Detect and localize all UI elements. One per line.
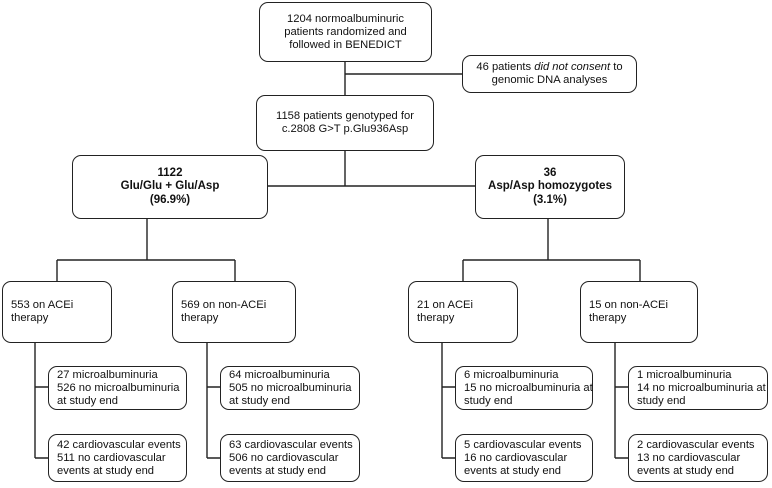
node-line: 511 no cardiovascular	[57, 451, 166, 464]
connector-asp-split	[462, 219, 641, 281]
node-asp-acei-cardiovascular: 5 cardiovascular events 16 no cardiovasc…	[455, 434, 593, 482]
node-no-consent: 46 patients did not consent to genomic D…	[462, 55, 637, 93]
node-line: 6 microalbuminuria	[464, 368, 559, 381]
node-line: 506 no cardiovascular	[229, 451, 339, 464]
node-line: events at study end	[57, 464, 155, 477]
node-asp-nonacei-cardiovascular: 2 cardiovascular events 13 no cardiovasc…	[628, 434, 768, 482]
node-line: followed in BENEDICT	[289, 38, 402, 51]
node-line: therapy	[589, 312, 627, 324]
node-text: 46 patients	[476, 61, 535, 73]
node-line: therapy	[181, 312, 219, 324]
node-line: 505 no microalbuminuria	[229, 381, 352, 394]
node-line: 526 no microalbuminuria	[57, 381, 180, 394]
node-line: 15 no microalbuminuria at	[464, 381, 593, 394]
connector-asp-acei-outcomes	[441, 343, 455, 459]
connector-asp-nonacei-outcomes	[614, 343, 628, 459]
node-line: 63 cardiovascular events	[229, 438, 353, 451]
node-genotyped-patients: 1158 patients genotyped for c.2808 G>T p…	[256, 95, 434, 151]
node-line: 2 cardiovascular events	[637, 438, 755, 451]
node-line: 1204 normoalbuminuric	[287, 12, 404, 25]
node-line: Glu/Glu + Glu/Asp	[120, 180, 220, 193]
node-glu-nonacei: 569 on non-ACEi therapy	[172, 281, 296, 343]
node-randomized-patients: 1204 normoalbuminuric patients randomize…	[259, 2, 432, 62]
node-asp-nonacei-microalbuminuria: 1 microalbuminuria 14 no microalbuminuri…	[628, 366, 768, 410]
node-line: genomic DNA analyses	[491, 74, 608, 86]
node-text: to	[610, 61, 623, 73]
connector-genotyped-groups	[268, 151, 475, 187]
node-line: 21 on ACEi	[417, 299, 473, 311]
node-line: Asp/Asp homozygotes	[488, 180, 612, 193]
node-line: 5 cardiovascular events	[464, 438, 582, 451]
node-line: 1 microalbuminuria	[637, 368, 732, 381]
node-glu-acei-cardiovascular: 42 cardiovascular events 511 no cardiova…	[48, 434, 187, 482]
node-glu-nonacei-cardiovascular: 63 cardiovascular events 506 no cardiova…	[220, 434, 360, 482]
node-line: 14 no microalbuminuria at	[637, 381, 766, 394]
node-line: at study end	[229, 394, 290, 407]
connector-glu-split	[56, 219, 236, 281]
node-line: therapy	[417, 312, 455, 324]
node-line: therapy	[11, 312, 49, 324]
node-line: 1122	[157, 166, 183, 179]
node-group-asp: 36 Asp/Asp homozygotes (3.1%)	[475, 155, 625, 219]
connector-glu-acei-outcomes	[34, 343, 48, 459]
node-line: events at study end	[637, 464, 735, 477]
node-line: 15 on non-ACEi	[589, 299, 668, 311]
node-line: 64 microalbuminuria	[229, 368, 330, 381]
node-line: events at study end	[229, 464, 327, 477]
node-line: 46 patients did not consent to	[476, 61, 622, 74]
node-group-glu: 1122 Glu/Glu + Glu/Asp (96.9%)	[72, 155, 268, 219]
node-line: 1158 patients genotyped for	[276, 110, 414, 122]
node-line: (3.1%)	[533, 193, 567, 206]
node-line: 42 cardiovascular events	[57, 438, 181, 451]
node-line: 569 on non-ACEi	[181, 299, 267, 311]
node-line: 553 on ACEi	[11, 299, 74, 311]
node-glu-acei-microalbuminuria: 27 microalbuminuria 526 no microalbuminu…	[48, 366, 187, 410]
node-line: 36	[543, 166, 557, 179]
node-line: 16 no cardiovascular	[464, 451, 568, 464]
node-line: events at study end	[464, 464, 562, 477]
node-asp-nonacei: 15 on non-ACEi therapy	[580, 281, 698, 343]
node-line: at study end	[57, 394, 118, 407]
node-line: c.2808 G>T p.Glu936Asp	[281, 123, 409, 135]
node-line: 13 no cardiovascular	[637, 451, 741, 464]
node-glu-nonacei-microalbuminuria: 64 microalbuminuria 505 no microalbuminu…	[220, 366, 360, 410]
connector-glu-nonacei-outcomes	[206, 343, 220, 459]
node-text-emphasis: did not consent	[534, 61, 611, 73]
node-line: (96.9%)	[149, 193, 191, 206]
node-glu-acei: 553 on ACEi therapy	[2, 281, 112, 343]
node-line: study end	[637, 394, 686, 407]
node-line: patients randomized and	[284, 25, 407, 38]
node-line: 27 microalbuminuria	[57, 368, 158, 381]
node-asp-acei: 21 on ACEi therapy	[408, 281, 518, 343]
node-asp-acei-microalbuminuria: 6 microalbuminuria 15 no microalbuminuri…	[455, 366, 593, 410]
node-line: study end	[464, 394, 513, 407]
